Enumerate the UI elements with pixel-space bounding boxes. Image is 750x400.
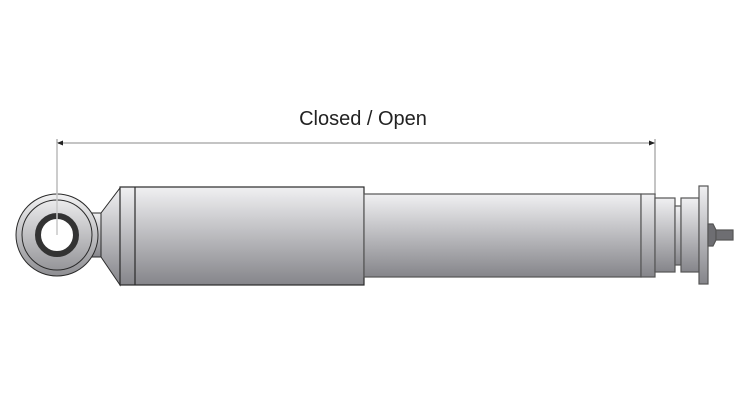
eye-mount — [15, 193, 103, 277]
inner-tube — [363, 193, 656, 278]
cone-transition — [100, 186, 121, 287]
top-mount — [654, 185, 734, 285]
threaded-rod — [715, 229, 734, 241]
outer-body — [119, 186, 365, 286]
arrow-right-icon — [649, 140, 655, 146]
arrow-left-icon — [57, 140, 63, 146]
dimension-label: Closed / Open — [299, 108, 427, 130]
